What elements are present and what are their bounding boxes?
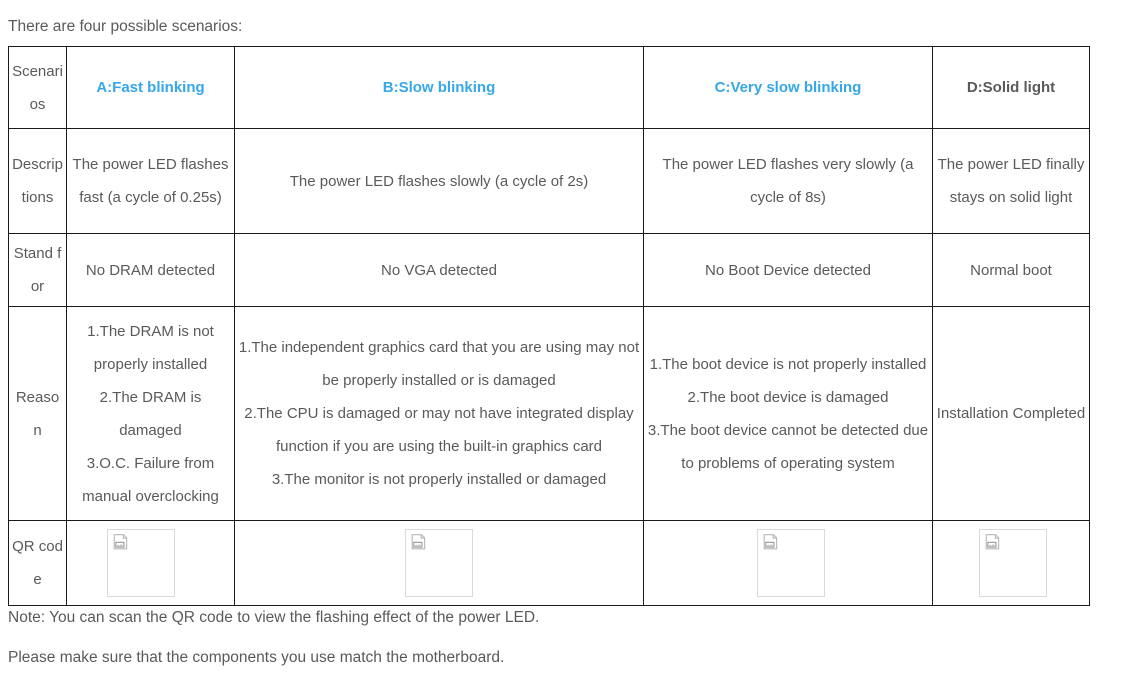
broken-image-icon (411, 534, 426, 550)
qr-cell-d (932, 520, 1090, 606)
qr-image-placeholder-d (979, 529, 1047, 597)
table-row-reason: Reason 1.The DRAM is not properly instal… (8, 306, 1090, 521)
reason-item: 3.The monitor is not properly installed … (271, 471, 607, 488)
table-row-stand-for: Stand for No DRAM detected No VGA detect… (8, 233, 1090, 307)
row-label-stand-for: Stand for (8, 233, 67, 307)
table-row-scenarios: Scenarios A:Fast blinking B:Slow blinkin… (8, 46, 1090, 129)
table-row-qr-code: QR code (8, 520, 1090, 606)
row-label-reason: Reason (8, 306, 67, 521)
header-cell-b: B:Slow blinking (234, 46, 644, 129)
description-cell-b: The power LED flashes slowly (a cycle of… (234, 128, 644, 234)
reason-item: 3.The boot device cannot be detected due… (647, 421, 929, 472)
reason-cell-a: 1.The DRAM is not properly installed 2.T… (66, 306, 235, 521)
stand-for-cell-b: No VGA detected (234, 233, 644, 307)
scenario-table: Scenarios A:Fast blinking B:Slow blinkin… (8, 46, 1090, 606)
qr-cell-c (643, 520, 933, 606)
broken-image-icon (113, 534, 128, 550)
reason-cell-d: Installation Completed (932, 306, 1090, 521)
reason-item: 2.The CPU is damaged or may not have int… (244, 405, 634, 455)
reason-item: 2.The DRAM is damaged (99, 388, 202, 439)
header-cell-a: A:Fast blinking (66, 46, 235, 129)
qr-cell-a (66, 520, 235, 606)
qr-cell-b (234, 520, 644, 606)
row-label-descriptions: Descriptions (8, 128, 67, 234)
intro-text: There are four possible scenarios: (8, 18, 243, 35)
reason-item: 3.O.C. Failure from manual overclocking (82, 454, 219, 505)
qr-image-placeholder-b (405, 529, 473, 597)
qr-image-placeholder-c (757, 529, 825, 597)
reason-item: 1.The boot device is not properly instal… (649, 355, 927, 373)
row-label-scenarios: Scenarios (8, 46, 67, 129)
broken-image-icon (985, 534, 1000, 550)
note-line-1: Note: You can scan the QR code to view t… (8, 609, 540, 626)
stand-for-cell-d: Normal boot (932, 233, 1090, 307)
header-cell-c: C:Very slow blinking (643, 46, 933, 129)
reason-item: Installation Completed (936, 405, 1086, 422)
broken-image-icon (763, 534, 778, 550)
description-cell-c: The power LED flashes very slowly (a cyc… (643, 128, 933, 234)
qr-image-placeholder-a (107, 529, 175, 597)
reason-cell-b: 1.The independent graphics card that you… (234, 306, 644, 521)
stand-for-cell-c: No Boot Device detected (643, 233, 933, 307)
table-row-descriptions: Descriptions The power LED flashes fast … (8, 128, 1090, 234)
description-cell-d: The power LED finally stays on solid lig… (932, 128, 1090, 234)
reason-cell-c: 1.The boot device is not properly instal… (643, 306, 933, 521)
description-cell-a: The power LED flashes fast (a cycle of 0… (66, 128, 235, 234)
reason-item: 1.The independent graphics card that you… (238, 339, 640, 389)
row-label-qr-code: QR code (8, 520, 67, 606)
reason-item: 2.The boot device is damaged (687, 388, 889, 406)
note-line-2: Please make sure that the components you… (8, 649, 505, 666)
reason-item: 1.The DRAM is not properly installed (87, 322, 214, 373)
stand-for-cell-a: No DRAM detected (66, 233, 235, 307)
header-cell-d: D:Solid light (932, 46, 1090, 129)
